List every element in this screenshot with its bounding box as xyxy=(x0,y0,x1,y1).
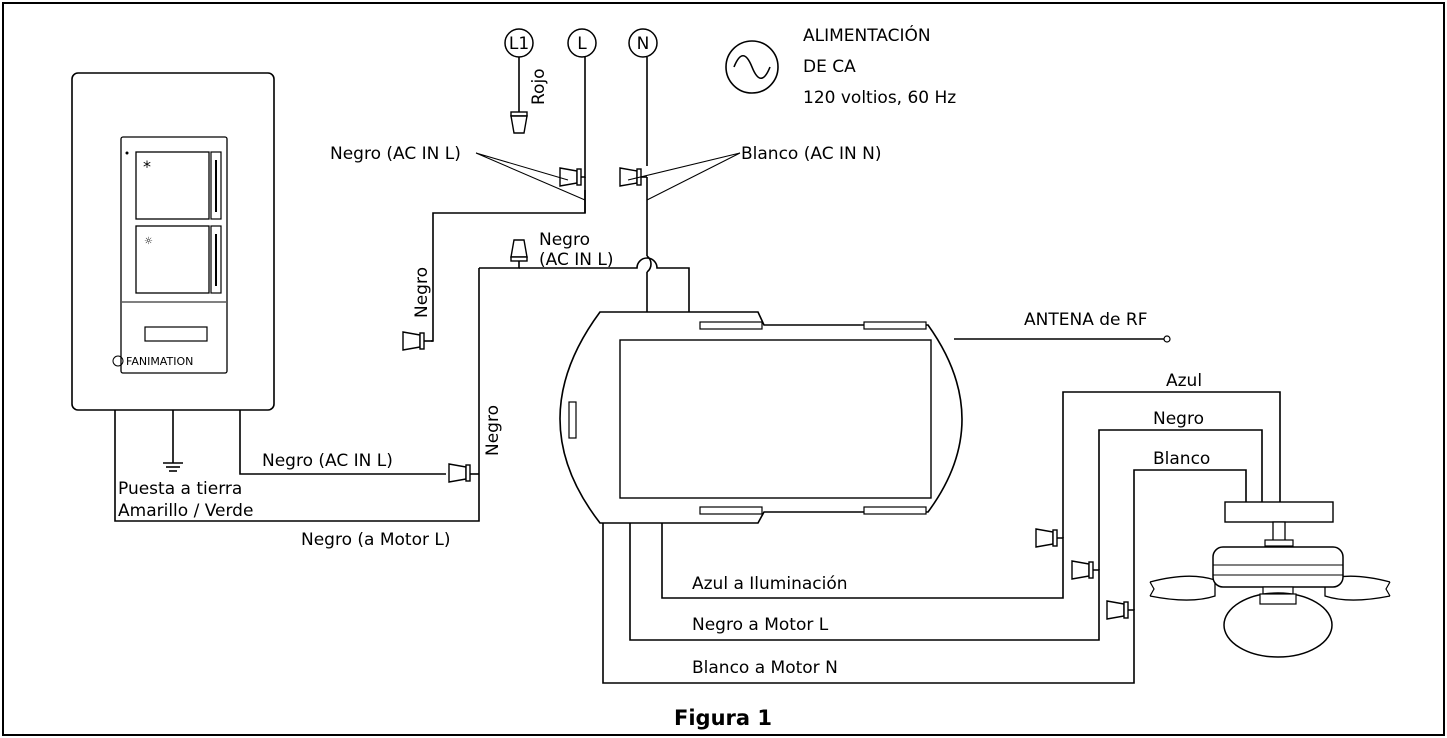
wall-switch: * ☼ FANIMATION xyxy=(71,72,275,411)
label-negro-vertical-left: Negro xyxy=(412,267,432,318)
figure-caption: Figura 1 xyxy=(674,706,772,730)
label-blanco-fan: Blanco xyxy=(1153,449,1210,469)
wire-nut-n xyxy=(619,167,642,187)
svg-text:L: L xyxy=(577,34,587,54)
svg-text:L1: L1 xyxy=(509,34,529,54)
fan-symbol-icon: * xyxy=(143,157,151,176)
wire-nut-left xyxy=(402,331,425,351)
label-negro-vertical-right: Negro xyxy=(483,405,503,456)
label-azul-iluminacion: Azul a Iluminación xyxy=(692,574,848,594)
wire-nut-middle xyxy=(510,239,528,262)
power-line-1: ALIMENTACIÓN xyxy=(803,24,931,46)
label-rojo: Rojo xyxy=(529,68,549,105)
power-line-2: DE CA xyxy=(803,57,856,77)
svg-text:N: N xyxy=(637,34,650,54)
leader-negro xyxy=(475,152,586,201)
wire-negro-fan xyxy=(1098,429,1263,570)
ac-source-icon xyxy=(725,40,779,94)
label-blanco-motor-n: Blanco a Motor N xyxy=(692,658,838,678)
power-line-3: 120 voltios, 60 Hz xyxy=(803,88,956,108)
label-azul: Azul xyxy=(1166,371,1202,391)
wire-azul-iluminacion xyxy=(661,523,1064,599)
wire-negro-a-motor xyxy=(114,410,480,522)
ceiling-fan-icon xyxy=(1149,501,1391,658)
antenna-tip xyxy=(1163,335,1171,343)
label-negro-ac-in-l-bottom: Negro (AC IN L) xyxy=(262,451,393,471)
wire-nut-blanco xyxy=(1106,600,1129,620)
terminal-l1: L1 xyxy=(504,28,534,58)
wire-blanco-motor-n xyxy=(602,523,1135,684)
wire-azul-fan xyxy=(1062,391,1281,538)
wire-negro-motor-l xyxy=(629,523,1100,641)
wire-nut-negro xyxy=(1071,560,1094,580)
receiver-inner-panel xyxy=(619,339,932,499)
label-negro-motor-l: Negro a Motor L xyxy=(692,615,829,635)
label-blanco-ac-in-n: Blanco (AC IN N) xyxy=(741,144,881,164)
label-amarillo-verde: Amarillo / Verde xyxy=(118,501,253,521)
fan-button xyxy=(135,151,210,220)
label-antena: ANTENA de RF xyxy=(1024,310,1147,330)
label-negro-fan: Negro xyxy=(1153,409,1204,429)
label-negro-mid-1: Negro xyxy=(539,230,590,250)
wire-blanco-fan xyxy=(1133,469,1247,610)
leader-blanco xyxy=(627,152,741,201)
wire-nut-l xyxy=(559,167,582,187)
light-symbol-icon: ☼ xyxy=(144,236,153,247)
label-puesta-tierra: Puesta a tierra xyxy=(118,479,242,499)
wire-negro-ac-in-l-bottom xyxy=(239,410,446,475)
brand-name: FANIMATION xyxy=(126,355,193,368)
terminal-l: L xyxy=(567,28,597,58)
wire-negro-ac-in-l-mid xyxy=(519,257,690,312)
indicator-dot xyxy=(125,151,129,155)
label-negro-a-motor: Negro (a Motor L) xyxy=(301,530,450,550)
air-gap-switch xyxy=(144,326,208,342)
label-negro-mid-2: (AC IN L) xyxy=(539,250,613,270)
wire-nut-azul xyxy=(1035,528,1058,548)
receiver-module xyxy=(559,311,963,524)
fanimation-logo: FANIMATION xyxy=(112,355,193,368)
wire-nut-rojo xyxy=(510,111,528,134)
ground-symbol-icon xyxy=(163,462,183,472)
terminal-n: N xyxy=(628,28,658,58)
label-negro-ac-in-l-top: Negro (AC IN L) xyxy=(330,144,461,164)
light-button xyxy=(135,225,210,294)
wire-nut-bottom-switch xyxy=(448,463,471,483)
